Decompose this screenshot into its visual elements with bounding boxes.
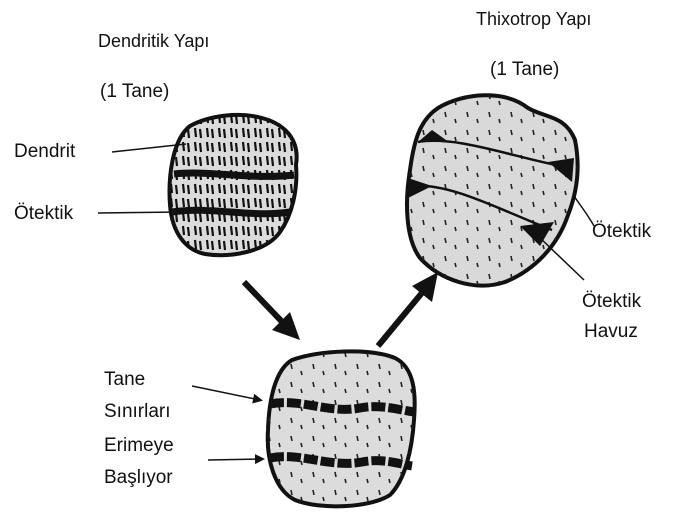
dendritic-title: Dendritik Yapı [98,32,209,50]
thixotropic-eutectic-label: Ötektik [592,222,651,241]
process-arrow-up [378,272,438,346]
process-arrow-down [244,282,300,340]
thixotropic-grain [407,95,578,285]
grain-boundary-leader-arrow-2 [208,459,262,460]
grain-boundary-leader-arrow-1 [192,386,260,400]
eutectic-pool-label-line1: Ötektik [582,292,641,311]
dendritic-eutectic-leader-line [98,212,182,213]
eutectic-pool-leader-line [538,236,584,280]
transition-label-line4: Başlıyor [104,468,173,487]
transition-label-line1: Tane [104,370,145,389]
transition-grain [268,351,415,506]
transition-label-line3: Erimeye [104,436,174,455]
eutectic-pool-label-line2: Havuz [584,322,638,341]
dendrite-label: Dendrit [14,142,75,161]
dendritic-eutectic-band-1 [174,173,294,176]
transition-label-line2: Sınırları [104,402,171,421]
thixotropic-title: Thixotrop Yapı [476,10,591,28]
dendritic-subtitle: (1 Tane) [100,82,169,101]
dendritic-grain [170,115,297,255]
dendritic-eutectic-label: Ötektik [14,204,73,223]
thixo-eutectic-leader-line [574,196,594,226]
thixotropic-subtitle: (1 Tane) [490,60,559,79]
dendritic-eutectic-band-2 [172,210,290,213]
